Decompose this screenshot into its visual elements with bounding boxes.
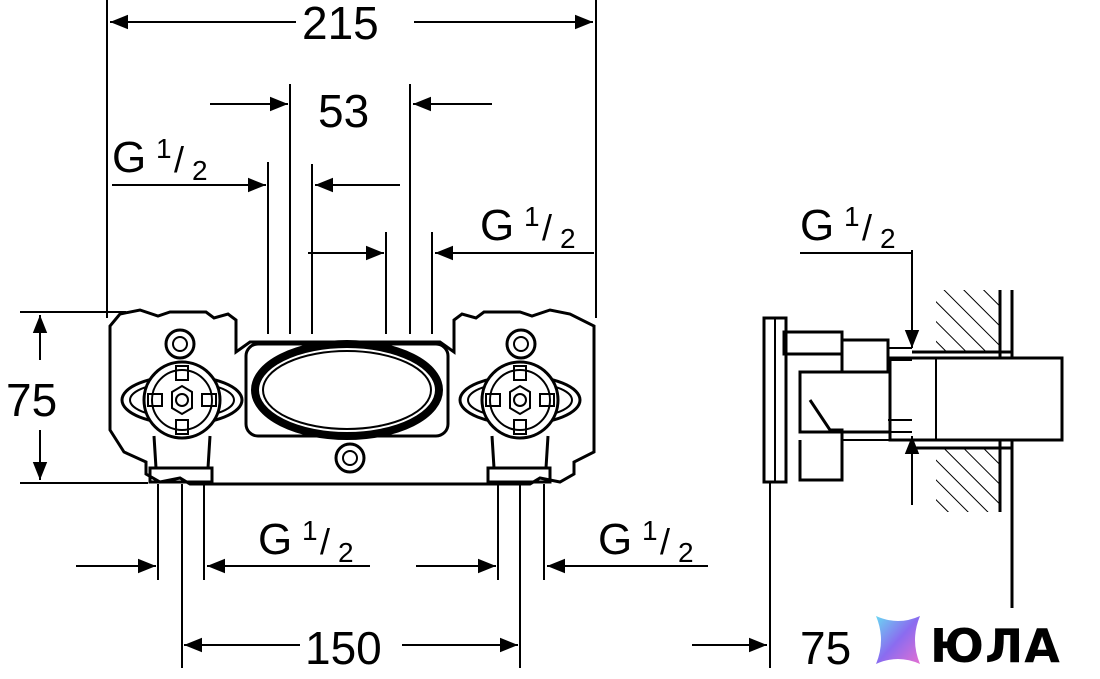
svg-text:2: 2 bbox=[678, 537, 694, 568]
svg-text:/: / bbox=[542, 207, 552, 248]
thread-label-top-right: G 1 / 2 bbox=[480, 201, 576, 254]
wall-hatch-bottom bbox=[936, 448, 1000, 512]
valve-left bbox=[120, 360, 244, 484]
svg-text:2: 2 bbox=[560, 223, 576, 254]
svg-text:2: 2 bbox=[192, 155, 208, 186]
svg-text:G: G bbox=[112, 133, 146, 182]
front-view bbox=[108, 84, 596, 668]
svg-text:1: 1 bbox=[844, 201, 860, 232]
side-dimension-lines bbox=[692, 252, 920, 653]
mount-hole-left bbox=[164, 328, 196, 360]
side-view bbox=[762, 250, 1064, 668]
yula-logo-icon bbox=[876, 616, 920, 664]
svg-text:1: 1 bbox=[302, 515, 318, 546]
mount-hole-right bbox=[505, 328, 537, 360]
dim-center-spacing: 53 bbox=[318, 85, 369, 137]
dim-height: 75 bbox=[6, 374, 57, 426]
svg-text:/: / bbox=[174, 139, 184, 180]
svg-text:G: G bbox=[258, 515, 292, 564]
center-oval bbox=[251, 340, 443, 440]
dim-outlet-spacing: 150 bbox=[305, 622, 382, 674]
svg-text:2: 2 bbox=[338, 537, 354, 568]
svg-text:G: G bbox=[800, 201, 834, 250]
svg-text:1: 1 bbox=[642, 515, 658, 546]
thread-label-bottom-right: G 1 / 2 bbox=[598, 515, 694, 568]
svg-text:2: 2 bbox=[880, 223, 896, 254]
svg-text:1: 1 bbox=[524, 201, 540, 232]
svg-text:1: 1 bbox=[156, 133, 172, 164]
yula-logo-text: ЮЛА bbox=[930, 619, 1061, 673]
svg-text:G: G bbox=[598, 515, 632, 564]
dim-overall-width: 215 bbox=[302, 0, 379, 49]
thread-label-side: G 1 / 2 bbox=[800, 201, 896, 254]
svg-text:/: / bbox=[320, 521, 330, 562]
valve-right bbox=[458, 360, 582, 484]
thread-label-top-left: G 1 / 2 bbox=[112, 133, 208, 186]
svg-text:/: / bbox=[862, 207, 872, 248]
dimension-lines bbox=[20, 0, 708, 653]
wall-hatch-top bbox=[936, 290, 1000, 352]
svg-text:G: G bbox=[480, 201, 514, 250]
dim-depth: 75 bbox=[800, 622, 851, 674]
dimension-labels: 215 53 75 150 75 bbox=[6, 0, 851, 674]
thread-label-bottom-left: G 1 / 2 bbox=[258, 515, 354, 568]
yula-watermark: ЮЛА bbox=[876, 616, 1061, 673]
mount-hole-bottom bbox=[334, 442, 366, 474]
svg-text:/: / bbox=[660, 521, 670, 562]
